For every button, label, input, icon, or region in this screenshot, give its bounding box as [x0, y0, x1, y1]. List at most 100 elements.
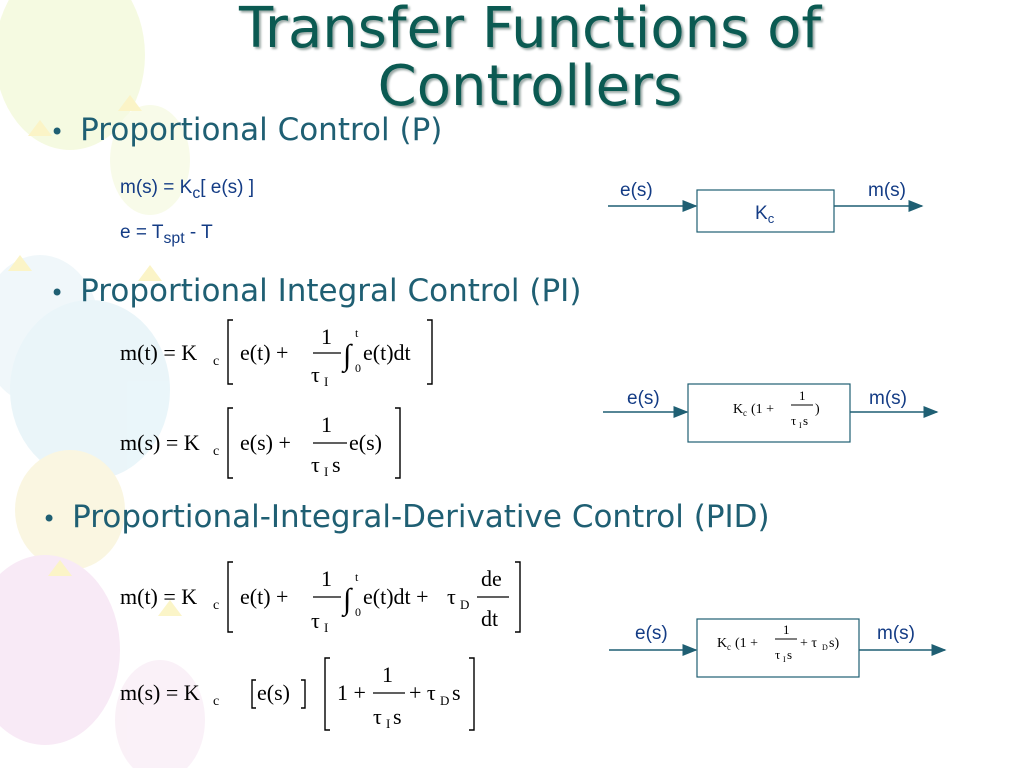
- svg-text:I: I: [799, 421, 802, 430]
- svg-text:e(s): e(s): [349, 430, 382, 455]
- svg-text:c: c: [213, 444, 219, 459]
- svg-text:t: t: [355, 570, 359, 584]
- pi-input-label: e(s): [627, 388, 660, 409]
- svg-text:1 +: 1 +: [337, 680, 366, 705]
- svg-text:+ τ: + τ: [409, 680, 436, 705]
- pi-output-label: m(s): [869, 388, 907, 409]
- svg-text:s: s: [803, 413, 808, 428]
- svg-text:t: t: [355, 326, 359, 340]
- svg-text:c: c: [213, 694, 219, 709]
- svg-text:s: s: [332, 452, 341, 477]
- p-eq1-sub: c: [192, 184, 201, 202]
- p-eq2-part-a: e = T: [120, 222, 164, 243]
- svg-text:1: 1: [321, 412, 332, 437]
- svg-text:e(s): e(s): [257, 680, 290, 705]
- pid-output-label: m(s): [877, 623, 915, 644]
- pid-controller-block: [696, 618, 860, 678]
- p-eq1-part-a: m(s) = K: [120, 177, 193, 198]
- svg-text:1: 1: [783, 622, 790, 637]
- svg-text:K: K: [733, 402, 743, 417]
- bullet-pid: • Proportional-Integral-Derivative Contro…: [42, 499, 770, 535]
- svg-text:τ: τ: [311, 452, 320, 477]
- pi-controller-block: [687, 383, 851, 443]
- p-block-diagram: e(s) m(s) Kc: [608, 180, 924, 233]
- svg-text:e(t) +: e(t) +: [240, 584, 288, 609]
- svg-text:1: 1: [382, 662, 393, 687]
- pi-block-diagram: e(s) m(s) K c (1 + 1 τ I s ): [603, 383, 939, 443]
- svg-text:e(t)dt: e(t)dt: [363, 340, 411, 365]
- svg-text:): ): [815, 402, 820, 417]
- p-input-label: e(s): [620, 180, 653, 201]
- p-equation-1: m(s) = Kc[ e(s) ]: [120, 177, 254, 203]
- p-eq1-part-b: [ e(s) ]: [200, 177, 255, 198]
- svg-text:c: c: [743, 408, 747, 418]
- svg-text:1: 1: [321, 324, 332, 349]
- pi-transfer-function: K c (1 + 1 τ I s ): [733, 388, 820, 430]
- svg-text:s: s: [787, 647, 792, 662]
- bullet-pid-heading: Proportional-Integral-Derivative Control…: [72, 499, 770, 535]
- svg-text:1: 1: [799, 388, 806, 403]
- svg-text:s: s: [393, 704, 402, 729]
- svg-text:c: c: [213, 354, 219, 369]
- svg-text:K: K: [717, 636, 727, 651]
- bullet-p: • Proportional Control (P): [50, 112, 442, 148]
- bullet-pi-heading: Proportional Integral Control (PI): [80, 273, 582, 309]
- p-eq2-sub: spt: [163, 229, 185, 247]
- svg-text:m(s) = K: m(s) = K: [120, 430, 200, 455]
- pid-equation-time: m(t) = K c e(t) + 1 τ I ∫ t 0 e(t)dt + τ…: [120, 561, 521, 635]
- svg-text:c: c: [727, 642, 731, 652]
- pi-equation-time: m(t) = K c e(t) + 1 τ I ∫ t 0 e(t)dt: [120, 319, 433, 389]
- pid-block-diagram: e(s) m(s) K c (1 + 1 τ I s + τ D s): [609, 618, 947, 678]
- pid-input-label: e(s): [635, 623, 668, 644]
- svg-text:(1 +: (1 +: [751, 402, 774, 417]
- svg-text:τ: τ: [775, 647, 780, 662]
- svg-text:τ: τ: [311, 608, 320, 633]
- svg-text:e(s) +: e(s) +: [240, 430, 291, 455]
- p-gain-label: Kc: [755, 203, 775, 226]
- svg-text:m(t) = K: m(t) = K: [120, 340, 197, 365]
- svg-text:τ: τ: [311, 362, 320, 387]
- svg-text:D: D: [460, 597, 469, 612]
- svg-text:D: D: [440, 693, 449, 708]
- svg-text:τ: τ: [373, 704, 382, 729]
- svg-text:m(s) = K: m(s) = K: [120, 680, 200, 705]
- p-equation-2: e = Tspt - T: [120, 222, 213, 248]
- svg-text:I: I: [324, 464, 328, 479]
- svg-text:I: I: [386, 716, 390, 731]
- pi-equation-laplace: m(s) = K c e(s) + 1 τ I s e(s): [120, 407, 401, 479]
- svg-text:1: 1: [321, 566, 332, 591]
- bullet-dot: •: [50, 118, 65, 146]
- svg-text:τ: τ: [447, 584, 456, 609]
- svg-text:+ τ: + τ: [800, 636, 817, 651]
- svg-text:e(t)dt +: e(t)dt +: [363, 584, 429, 609]
- svg-text:c: c: [213, 598, 219, 613]
- svg-text:s: s: [452, 680, 461, 705]
- bullet-dot: •: [42, 505, 57, 533]
- svg-text:de: de: [481, 566, 502, 591]
- svg-text:D: D: [822, 643, 828, 652]
- svg-text:0: 0: [355, 605, 361, 619]
- svg-text:∫: ∫: [341, 339, 353, 374]
- p-gain-block: [696, 189, 835, 233]
- p-eq2-part-b: - T: [184, 222, 213, 243]
- svg-text:τ: τ: [791, 413, 796, 428]
- svg-text:dt: dt: [481, 606, 498, 631]
- slide-title: Transfer Functions of Controllers: [238, 0, 822, 119]
- svg-text:m(t) = K: m(t) = K: [120, 584, 197, 609]
- svg-text:I: I: [324, 620, 328, 635]
- svg-text:s): s): [829, 636, 839, 651]
- bullet-pi: • Proportional Integral Control (PI): [50, 273, 581, 309]
- svg-text:(1 +: (1 +: [735, 636, 758, 651]
- pid-transfer-function: K c (1 + 1 τ I s + τ D s): [717, 622, 839, 664]
- p-output-label: m(s): [868, 180, 906, 201]
- svg-text:0: 0: [355, 361, 361, 375]
- svg-text:e(t) +: e(t) +: [240, 340, 288, 365]
- svg-text:∫: ∫: [341, 583, 353, 618]
- pid-equation-laplace: m(s) = K c e(s) 1 + 1 τ I s + τ D s: [120, 657, 475, 731]
- bullet-dot: •: [50, 279, 65, 307]
- svg-text:I: I: [783, 655, 786, 664]
- svg-text:I: I: [324, 374, 328, 389]
- bullet-p-heading: Proportional Control (P): [80, 112, 443, 148]
